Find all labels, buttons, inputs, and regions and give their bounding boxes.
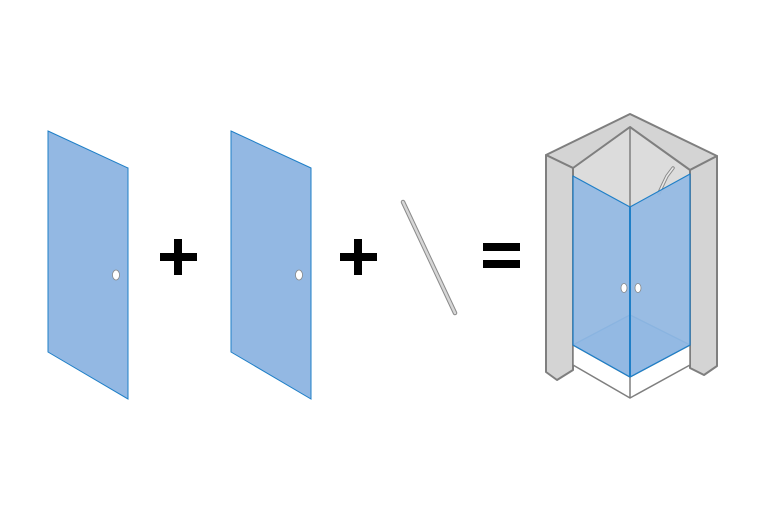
door-knob-icon bbox=[112, 269, 120, 281]
left-wall bbox=[545, 154, 574, 381]
right-wall bbox=[689, 155, 718, 376]
glass-door-left bbox=[572, 175, 631, 378]
door-knob-icon bbox=[634, 283, 642, 293]
door-knob-icon bbox=[295, 269, 303, 281]
glass-panel-2 bbox=[230, 130, 312, 400]
equals-operator bbox=[483, 243, 520, 268]
door-knob-icon bbox=[620, 283, 628, 293]
plus-operator-1 bbox=[160, 239, 197, 275]
corner-shower-enclosure bbox=[545, 113, 718, 399]
glass-panel-1 bbox=[47, 130, 129, 400]
plus-operator-2 bbox=[340, 239, 377, 275]
glass-door-right bbox=[629, 173, 691, 378]
support-rod bbox=[400, 199, 458, 316]
